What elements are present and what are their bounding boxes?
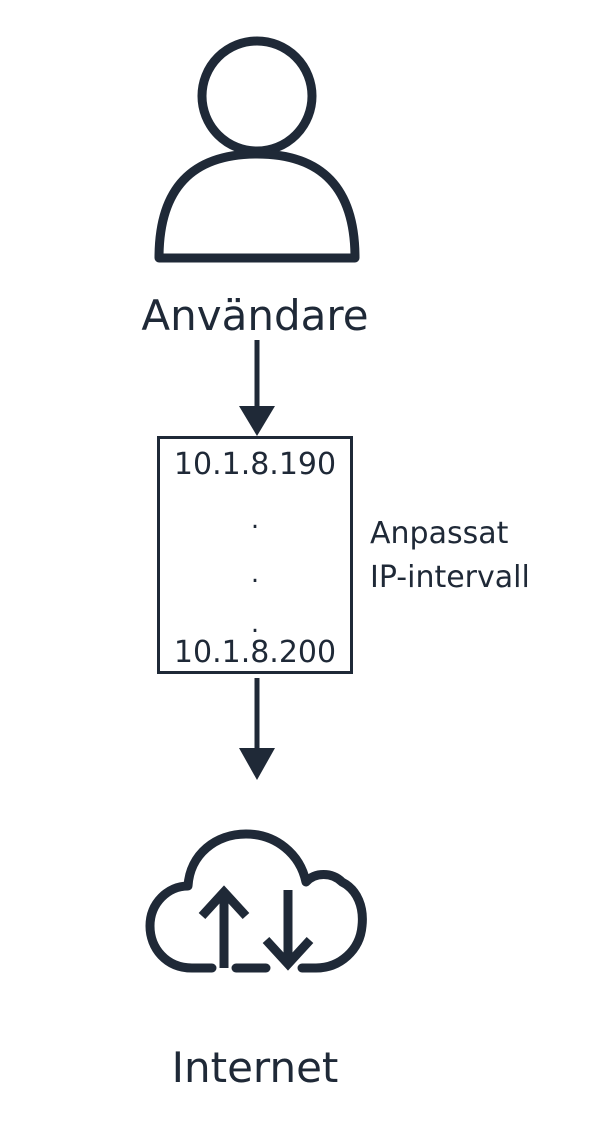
ip-range-start: 10.1.8.190: [173, 447, 337, 482]
ip-range-label-line1: Anpassat: [370, 516, 509, 551]
ip-range-box: 10.1.8.190 . . . 10.1.8.200: [157, 436, 353, 674]
user-icon: [152, 36, 362, 268]
internet-label: Internet: [171, 1043, 339, 1092]
arrow-down-icon: [232, 678, 282, 782]
ip-range-ellipsis-dot: .: [250, 559, 260, 589]
ip-range-label: Anpassat IP-intervall: [370, 512, 606, 600]
ip-range-end: 10.1.8.200: [173, 635, 337, 670]
user-label: Användare: [141, 291, 369, 340]
ip-range-ellipsis-dot: .: [250, 505, 260, 535]
ip-range-ellipsis-dot: .: [250, 609, 260, 639]
ip-range-label-line2: IP-intervall: [370, 560, 530, 595]
arrow-down-icon: [232, 340, 282, 440]
cloud-upload-download-icon: [140, 826, 372, 976]
